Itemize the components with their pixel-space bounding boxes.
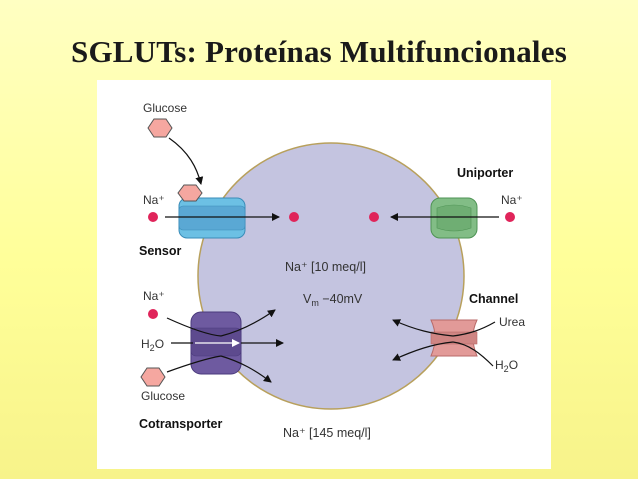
na-left-label: Na⁺: [143, 193, 165, 207]
cotransporter-na-arrow-in: [220, 309, 276, 337]
slide-title: SGLUTs: Proteínas Multifuncionales: [71, 34, 567, 69]
urea-label: Urea: [499, 315, 525, 329]
na-right-label: Na⁺: [501, 193, 523, 207]
channel-water-arrow-out: [452, 341, 494, 367]
glucose-top-label: Glucose: [143, 101, 187, 115]
channel-protein: [430, 319, 478, 357]
uniporter-protein: [430, 197, 478, 239]
sodium-dot-cotransporter: [148, 309, 158, 319]
channel-water-arrow-in: [392, 341, 454, 361]
channel-label: Channel: [469, 292, 518, 306]
glucose-bottom-icon: [140, 367, 166, 387]
cell-transport-diagram: Glucose Na⁺ Sensor Uniporter Na⁺ Na⁺ [10…: [97, 80, 551, 469]
sodium-dot-left: [148, 212, 158, 222]
glucose-top-icon: [147, 118, 173, 138]
cotransporter-glucose-arrow-in: [220, 355, 272, 383]
glucose-path-arrow: [168, 137, 204, 185]
cotransporter-glucose-arrow-out: [166, 355, 222, 373]
sodium-dot-inside-right: [369, 212, 379, 222]
glucose-bottom-label: Glucose: [141, 389, 185, 403]
h2o-right-label: H2O: [495, 358, 518, 374]
glucose-bound-icon: [177, 184, 203, 202]
inside-sodium-concentration: Na⁺ [10 meq/l]: [285, 260, 366, 274]
sodium-dot-inside-left: [289, 212, 299, 222]
channel-urea-arrow-out: [452, 321, 496, 337]
outside-sodium-concentration: Na⁺ [145 meq/l]: [283, 426, 371, 440]
uniporter-label: Uniporter: [457, 166, 513, 180]
sensor-label: Sensor: [139, 244, 182, 258]
sodium-dot-right: [505, 212, 515, 222]
channel-urea-arrow-in: [392, 319, 454, 337]
h2o-left-label: H2O: [141, 337, 164, 353]
sensor-protein: [178, 197, 246, 239]
cotransporter-label: Cotransporter: [139, 417, 222, 431]
cotransporter-na-arrow-out: [166, 317, 222, 337]
na-cotransporter-label: Na⁺: [143, 289, 165, 303]
membrane-potential: Vm −40mV: [303, 292, 363, 308]
